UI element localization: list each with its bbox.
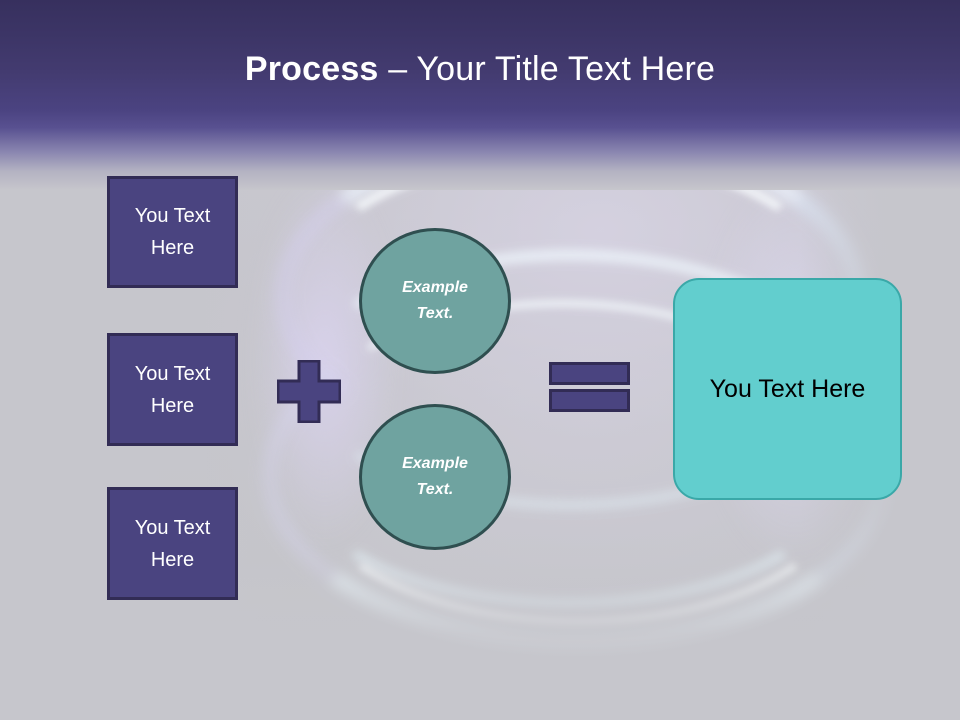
input-box-2-line1: You Text [134,362,211,385]
page-title-dash: – [378,50,417,88]
result-box-label: You Text Here [709,374,866,403]
example-circle-2[interactable]: Example Text. [359,404,511,550]
input-box-1[interactable]: You Text Here [107,176,238,288]
title-band [0,0,960,190]
input-box-3[interactable]: You Text Here [107,487,238,600]
equals-bar-bottom [549,389,630,412]
input-box-3-line1: You Text [134,516,211,539]
input-box-3-text: You Text Here [135,512,211,576]
plus-sign-icon [277,360,341,423]
equals-sign-icon [549,362,630,412]
input-box-1-text: You Text Here [135,200,211,264]
page-title-strong: Process [244,50,379,88]
input-box-1-line1: You Text [134,205,211,227]
input-box-3-line2: Here [150,548,195,571]
example-circle-2-line2: Text. [416,481,454,498]
example-circle-1-text: Example Text. [402,275,468,327]
page-title: Process – Your Title Text Here [0,50,960,89]
input-box-1-line2: Here [150,237,195,259]
page-title-rest: Your Title Text Here [416,50,716,88]
input-box-2-line2: Here [150,394,195,417]
input-box-2[interactable]: You Text Here [107,333,238,446]
example-circle-2-text: Example Text. [402,451,468,503]
input-box-2-text: You Text Here [135,358,211,422]
equals-bar-top [549,362,630,385]
example-circle-2-line1: Example [402,455,468,472]
example-circle-1-line2: Text. [416,305,454,322]
example-circle-1-line1: Example [402,279,468,296]
result-box[interactable]: You Text Here [673,278,902,500]
example-circle-1[interactable]: Example Text. [359,228,511,374]
